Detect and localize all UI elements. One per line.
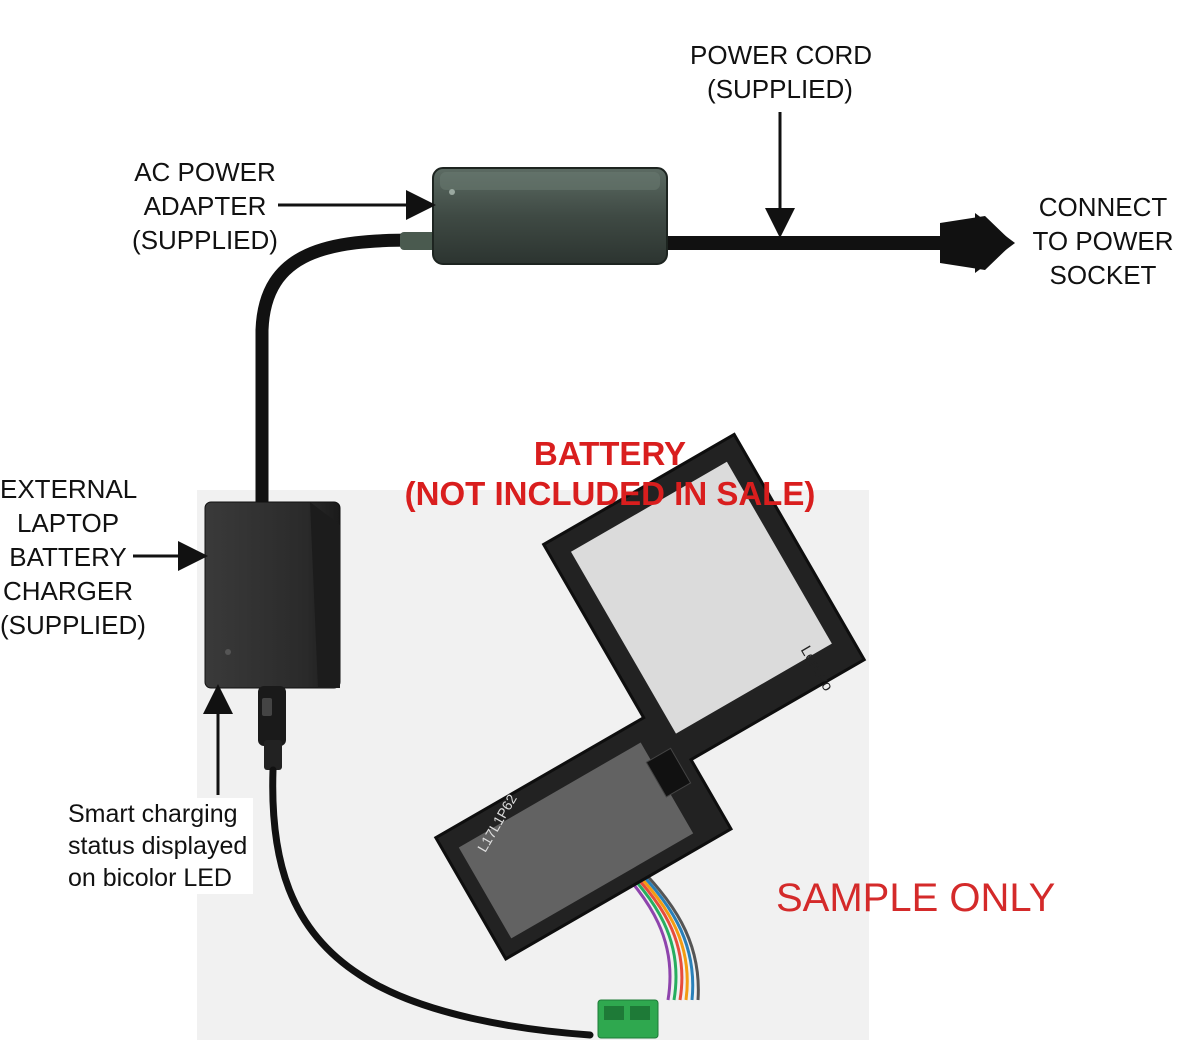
battery-title-line2: (NOT INCLUDED IN SALE)	[404, 475, 816, 512]
battery-pack	[433, 432, 867, 961]
charger-label-line4: CHARGER	[2, 576, 133, 606]
led-indicator	[225, 649, 231, 655]
charger-label-line2: LAPTOP	[16, 508, 120, 538]
led-caption-line1: Smart charging	[68, 800, 238, 828]
charger-label: EXTERNAL LAPTOP BATTERY CHARGER (SUPPLIE…	[0, 472, 146, 642]
power-cord	[665, 213, 1015, 273]
led-caption-line3: on bicolor LED	[68, 864, 232, 892]
ac-adapter-label: AC POWER ADAPTER (SUPPLIED)	[120, 155, 290, 257]
charger-label-line3: BATTERY	[9, 542, 127, 572]
battery-title: BATTERY (NOT INCLUDED IN SALE)	[370, 434, 850, 514]
power-cord-label: POWER CORD (SUPPLIED)	[690, 38, 872, 106]
battery-title-line1: BATTERY	[533, 435, 687, 472]
ac-power-adapter	[432, 167, 668, 265]
dc-cable	[255, 233, 422, 512]
green-terminal-block	[597, 999, 659, 1039]
charger-label-line1: EXTERNAL	[0, 474, 138, 504]
connect-label: CONNECT TO POWER SOCKET	[1028, 190, 1178, 292]
cable-strain-relief	[400, 232, 436, 250]
led-caption-line2: status displayed	[68, 832, 248, 860]
ac-adapter-label-line2: ADAPTER	[143, 191, 267, 221]
ac-adapter-label-line1: AC POWER	[134, 157, 276, 187]
battery-cable	[269, 766, 594, 1039]
ac-adapter-label-line3: (SUPPLIED)	[132, 225, 278, 255]
external-charger	[204, 501, 341, 689]
charger-label-line5: (SUPPLIED)	[0, 610, 146, 640]
sample-only-text: SAMPLE ONLY	[776, 876, 1056, 920]
power-cord-label-line2: (SUPPLIED)	[707, 74, 853, 104]
connect-label-line2: TO POWER	[1032, 226, 1174, 256]
connect-label-line3: SOCKET	[1049, 260, 1157, 290]
charger-plug	[258, 686, 286, 770]
connect-label-line1: CONNECT	[1038, 192, 1168, 222]
power-cord-label-line1: POWER CORD	[690, 40, 872, 70]
led-caption: Smart charging status displayed on bicol…	[62, 798, 254, 894]
